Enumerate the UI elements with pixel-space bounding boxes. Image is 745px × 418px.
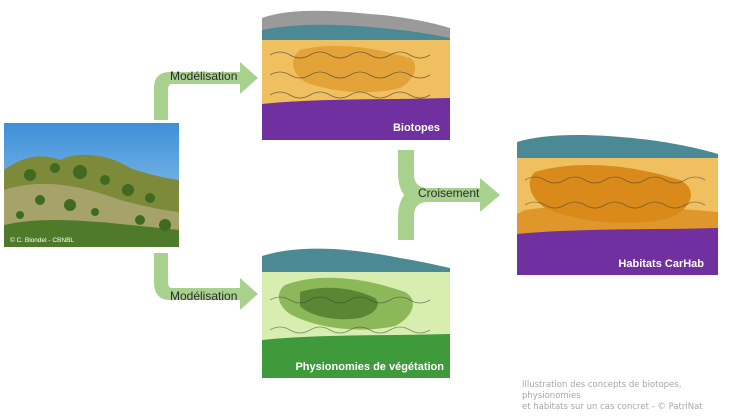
merge-arrow: Croisement — [398, 150, 500, 240]
figure-caption: Illustration des concepts de biotopes, p… — [522, 380, 737, 413]
caption-line-2: et habitats sur un cas concret - © Patri… — [522, 402, 703, 412]
panel-habitats: Habitats CarHab — [517, 135, 718, 275]
arrow-top: Modélisation — [154, 62, 258, 120]
panel-habitats-label: Habitats CarHab — [618, 258, 704, 270]
caption-line-1: Illustration des concepts de biotopes, p… — [522, 380, 682, 401]
panel-physionomies: Physionomies de végétation — [262, 248, 450, 378]
arrow-bottom-label: Modélisation — [170, 289, 237, 303]
panel-biotopes-label: Biotopes — [393, 122, 440, 134]
arrow-bottom: Modélisation — [154, 253, 258, 310]
panel-biotopes: Biotopes — [262, 10, 450, 140]
panel-physionomies-label: Physionomies de végétation — [295, 361, 444, 373]
photo-credit: © C. Blondel - CBNBL — [10, 236, 74, 244]
landscape-photo: © C. Blondel - CBNBL — [4, 123, 179, 247]
arrow-top-label: Modélisation — [170, 69, 237, 83]
merge-arrow-label: Croisement — [418, 186, 480, 200]
